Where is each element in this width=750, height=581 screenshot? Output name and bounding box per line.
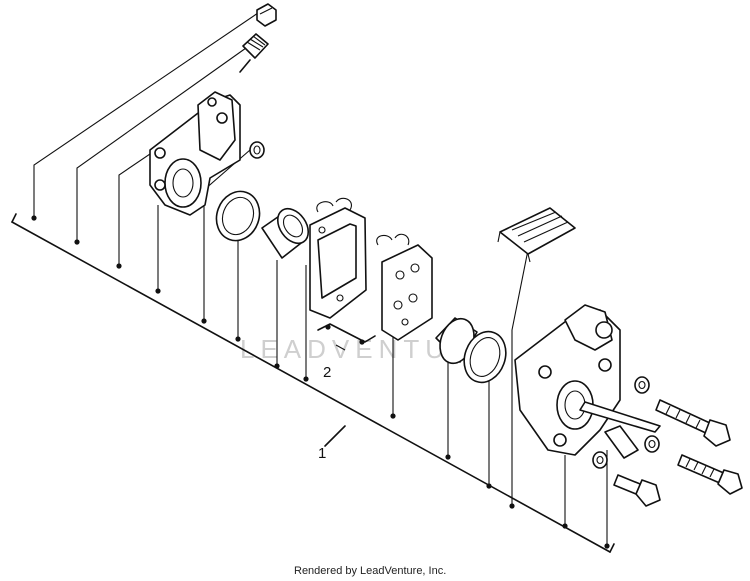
piston-left (261, 207, 310, 259)
bolt-bottom (613, 474, 661, 507)
caliper-half-outer (149, 91, 241, 216)
callout-2[interactable]: 2 (323, 364, 331, 381)
brake-pad-outer (309, 197, 367, 319)
leader-lines (33, 12, 608, 545)
pad-pin (579, 401, 661, 433)
caliper-half-inner (514, 304, 621, 456)
callout-1-leader (324, 425, 346, 447)
bolt-top (655, 399, 731, 447)
sleeve (604, 425, 639, 459)
pad-spring (497, 207, 576, 263)
bleeder-screw (239, 33, 269, 73)
bleeder-cap (256, 3, 277, 27)
brake-pad-inner (376, 233, 433, 341)
piston-seal-right (463, 330, 507, 384)
bolt-middle (677, 454, 743, 495)
callout-1[interactable]: 1 (318, 445, 326, 462)
small-washer (249, 141, 265, 159)
assembly-bracket-line (11, 221, 611, 553)
washer-middle (644, 435, 660, 453)
pad-set-bracket (317, 323, 376, 343)
washer-bottom (592, 451, 608, 469)
washer-top (634, 376, 650, 394)
credit-text: Rendered by LeadVenture, Inc. (294, 565, 446, 577)
leader-dots (31, 215, 610, 549)
piston-seal (215, 190, 261, 242)
